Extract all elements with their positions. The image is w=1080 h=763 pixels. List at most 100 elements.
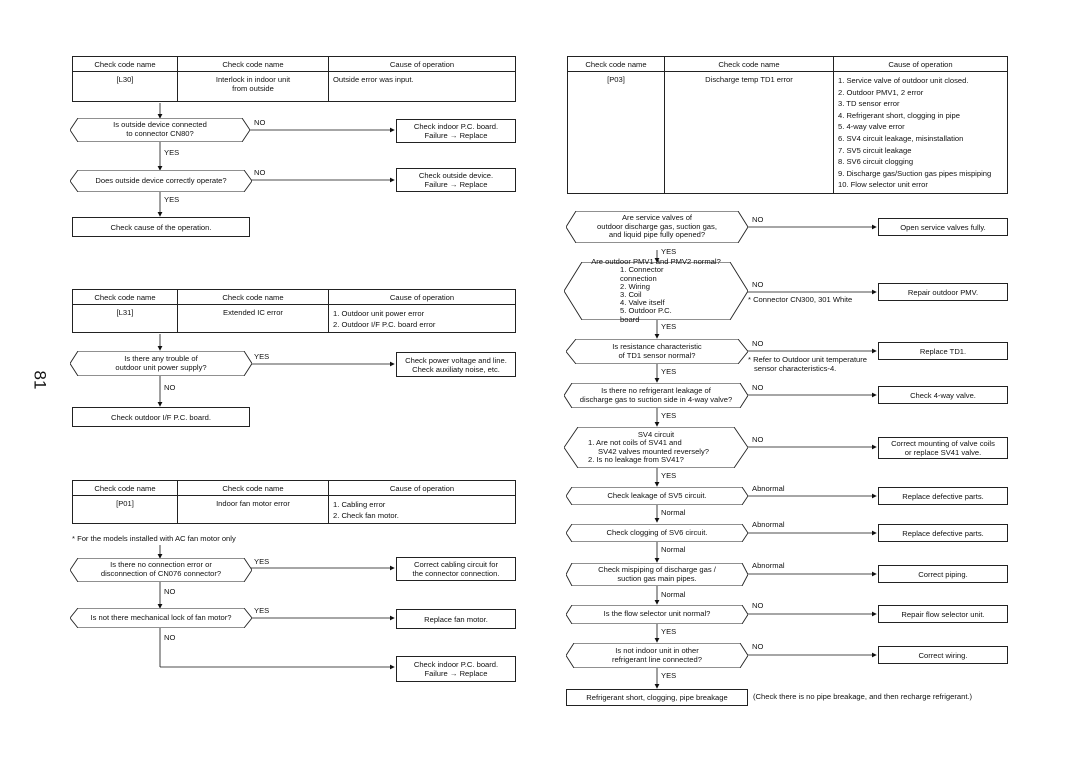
header-check-code-name: Check code name xyxy=(177,289,329,305)
l31-name: Extended IC error xyxy=(177,304,329,333)
header-cause: Cause of operation xyxy=(833,56,1008,72)
cause-item: 4. Refrigerant short, clogging in pipe xyxy=(838,110,960,120)
p03-action-9: Repair flow selector unit. xyxy=(878,605,1008,623)
yes-label: YES xyxy=(661,671,677,680)
header-cause: Cause of operation xyxy=(328,289,516,305)
cause-item: 1. Service valve of outdoor unit closed. xyxy=(838,76,969,85)
no-label: NO xyxy=(752,339,764,348)
yes-label: YES xyxy=(254,352,270,361)
yes-label: YES xyxy=(661,411,677,420)
abnormal-label: Abnormal xyxy=(752,484,785,493)
header-cause: Cause of operation xyxy=(328,56,516,72)
normal-label: Normal xyxy=(661,590,686,599)
l30-action-2: Check outside device.Failure → Replace xyxy=(396,168,516,192)
header-check-code-name: Check code name xyxy=(664,56,834,72)
p01-action-2: Replace fan motor. xyxy=(396,609,516,629)
p03-action-8: Correct piping. xyxy=(878,565,1008,583)
p03-q2-note: * Connector CN300, 301 White xyxy=(748,295,853,304)
yes-label: YES xyxy=(661,471,677,480)
no-label: NO xyxy=(254,118,266,127)
p01-decision-2: Is not there mechanical lock of fan moto… xyxy=(70,608,252,628)
no-label: NO xyxy=(254,168,266,177)
cause-item: 6. SV4 circuit leakage, misinstallation xyxy=(838,133,964,143)
no-label: NO xyxy=(752,435,764,444)
p01-name: Indoor fan motor error xyxy=(177,495,329,524)
cause-item: 9. Discharge gas/Suction gas pipes mispi… xyxy=(838,168,992,178)
p03-causes: 1. Service valve of outdoor unit closed.… xyxy=(833,71,1008,194)
l31-code: [L31] xyxy=(72,304,178,333)
no-label: NO xyxy=(164,383,176,392)
no-label: NO xyxy=(164,633,176,642)
p03-decision-9: Is the flow selector unit normal? xyxy=(566,605,748,624)
l31-end: Check outdoor I/F P.C. board. xyxy=(72,407,250,427)
no-label: NO xyxy=(752,642,764,651)
yes-label: YES xyxy=(164,195,180,204)
l30-code: [L30] xyxy=(72,71,178,102)
p03-code: [P03] xyxy=(567,71,665,194)
abnormal-label: Abnormal xyxy=(752,520,785,529)
p03-end-note: (Check there is no pipe breakage, and th… xyxy=(753,692,973,701)
cause-item: 8. SV6 circuit clogging xyxy=(838,157,914,167)
no-label: NO xyxy=(752,383,764,392)
cause-item: 10. Flow selector unit error xyxy=(838,180,928,190)
p03-decision-2: Are outdoor PMV1 and PMV2 normal? 1. Con… xyxy=(564,257,748,323)
yes-label: YES xyxy=(661,322,677,331)
yes-label: YES xyxy=(661,627,677,636)
abnormal-label: Abnormal xyxy=(752,561,785,570)
p03-end: Refrigerant short, clogging, pipe breaka… xyxy=(566,689,748,706)
p03-name: Discharge temp TD1 error xyxy=(664,71,834,194)
p01-code: [P01] xyxy=(72,495,178,524)
yes-label: YES xyxy=(661,247,677,256)
p03-check-code-table: Check code name Check code name Cause of… xyxy=(567,56,1008,194)
p03-action-4: Check 4-way valve. xyxy=(878,386,1008,404)
header-check-code: Check code name xyxy=(72,289,178,305)
p01-note: * For the models installed with AC fan m… xyxy=(72,534,236,543)
header-check-code: Check code name xyxy=(72,480,178,496)
l31-check-code-table: Check code name Check code name Cause of… xyxy=(72,289,516,333)
p03-decision-8: Check mispiping of discharge gas /suctio… xyxy=(566,563,748,586)
no-label: NO xyxy=(752,215,764,224)
l30-cause: Outside error was input. xyxy=(328,71,516,102)
normal-label: Normal xyxy=(661,508,686,517)
p03-decision-7: Check clogging of SV6 circuit. xyxy=(566,524,748,542)
header-check-code: Check code name xyxy=(567,56,665,72)
l31-action-1: Check power voltage and line.Check auxil… xyxy=(396,352,516,377)
header-check-code: Check code name xyxy=(72,56,178,72)
p03-action-10: Correct wiring. xyxy=(878,646,1008,664)
header-check-code-name: Check code name xyxy=(177,480,329,496)
p03-decision-5: SV4 circuit 1. Are not coils of SV41 and… xyxy=(564,427,748,468)
cause-item: 5. 4-way valve error xyxy=(838,122,905,132)
cause-item: 3. TD sensor error xyxy=(838,99,900,109)
no-label: NO xyxy=(752,280,764,289)
p01-action-3: Check indoor P.C. board.Failure → Replac… xyxy=(396,656,516,682)
p03-action-6: Replace defective parts. xyxy=(878,487,1008,505)
p03-action-1: Open service valves fully. xyxy=(878,218,1008,236)
p03-decision-6: Check leakage of SV5 circuit. xyxy=(566,487,748,505)
l30-action-1: Check indoor P.C. board.Failure → Replac… xyxy=(396,119,516,143)
yes-label: YES xyxy=(254,557,270,566)
yes-label: YES xyxy=(254,606,270,615)
cause-item: 7. SV5 circuit leakage xyxy=(838,145,912,155)
no-label: NO xyxy=(752,601,764,610)
l30-end: Check cause of the operation. xyxy=(72,217,250,237)
yes-label: YES xyxy=(164,148,180,157)
no-label: NO xyxy=(164,587,176,596)
header-cause: Cause of operation xyxy=(328,480,516,496)
cause-item: 2. Outdoor PMV1, 2 error xyxy=(838,87,924,97)
l30-check-code-table: Check code name Check code name Cause of… xyxy=(72,56,516,102)
l30-decision-2: Does outside device correctly operate? xyxy=(70,170,252,192)
yes-label: YES xyxy=(661,367,677,376)
